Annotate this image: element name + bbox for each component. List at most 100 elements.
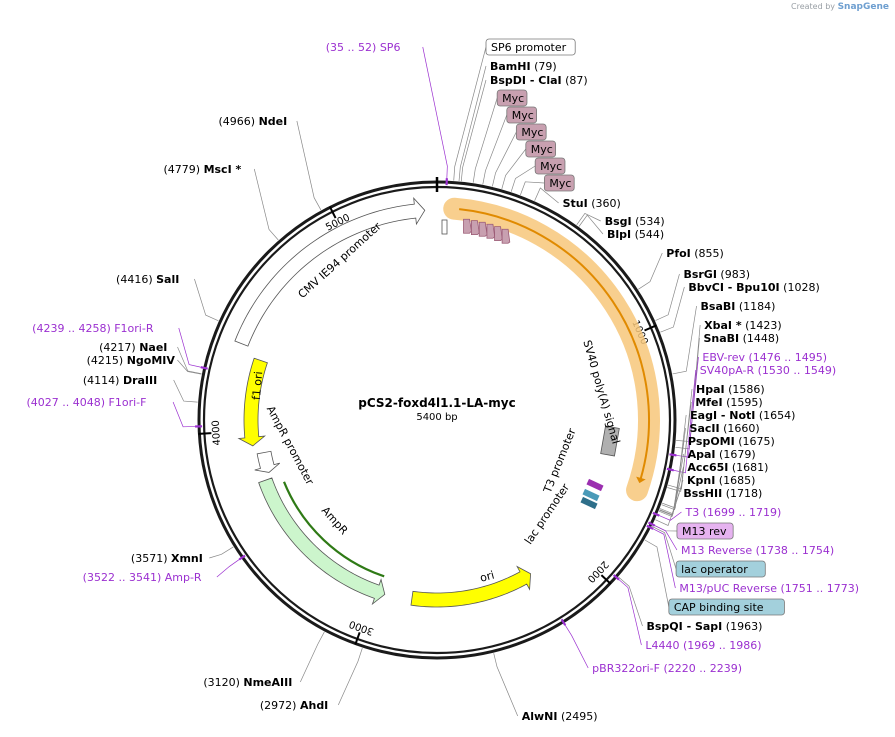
leader-line bbox=[563, 623, 589, 669]
terminator-glyph bbox=[600, 425, 620, 457]
feature-f1ori-arrow bbox=[237, 357, 268, 447]
features-layer bbox=[195, 178, 677, 626]
leader-line bbox=[576, 213, 601, 226]
feature-box-text: CAP binding site bbox=[674, 601, 764, 614]
enzyme-position: (1963) bbox=[722, 620, 762, 633]
feature-ampr bbox=[258, 477, 386, 606]
feature-sv40-highlight bbox=[443, 197, 660, 502]
leader-line bbox=[667, 388, 693, 490]
enzyme-position: (1028) bbox=[780, 281, 820, 294]
enzyme-label: BsaBI (1184) bbox=[701, 300, 776, 313]
enzyme-name: DraIII bbox=[123, 374, 157, 387]
leader-line bbox=[651, 526, 677, 570]
leader-line bbox=[453, 46, 487, 181]
leader-line bbox=[493, 653, 519, 717]
primer-label: (4239 .. 4258) F1ori-R bbox=[32, 322, 154, 335]
leaders-layer bbox=[172, 46, 701, 717]
leader-line bbox=[652, 524, 677, 532]
cap-site-glyph bbox=[580, 496, 598, 510]
leader-line bbox=[510, 165, 536, 192]
m13-rev-glyph bbox=[586, 478, 604, 492]
leader-line bbox=[177, 346, 202, 375]
feature-box-text: Myc bbox=[540, 160, 562, 173]
enzyme-label: EagI - NotI (1654) bbox=[690, 409, 795, 422]
feature-box-label bbox=[515, 123, 547, 141]
feature-label-f1ori: f1 ori bbox=[250, 371, 265, 401]
enzyme-position: (4114) bbox=[83, 374, 123, 387]
leader-line bbox=[253, 168, 279, 241]
feature-box-label bbox=[525, 140, 557, 158]
leader-line bbox=[651, 527, 676, 589]
enzyme-name: SnaBI bbox=[703, 332, 739, 345]
feature-cmv-arrow bbox=[234, 197, 426, 347]
primer-label: EBV-rev (1476 .. 1495) bbox=[702, 351, 827, 364]
feature-box-label bbox=[506, 106, 537, 124]
enzyme-position: (855) bbox=[691, 247, 724, 260]
enzyme-label: BsgI (534) bbox=[605, 215, 665, 228]
enzyme-name: BsrGI bbox=[683, 268, 716, 281]
enzyme-position: (983) bbox=[717, 268, 750, 281]
enzyme-position: (1448) bbox=[739, 332, 779, 345]
feature-sv40-arrowhead bbox=[636, 476, 646, 484]
primer-label: T3 (1699 .. 1719) bbox=[684, 506, 781, 519]
feature-box-label bbox=[485, 38, 576, 56]
sp6-promoter-glyph bbox=[441, 219, 448, 235]
leader-line bbox=[638, 252, 663, 290]
enzyme-name: NmeAIII bbox=[243, 676, 292, 689]
feature-box-label bbox=[675, 560, 766, 578]
leader-line bbox=[501, 148, 527, 190]
feature-box-text: M13 rev bbox=[682, 525, 727, 538]
feature-box-text: Myc bbox=[531, 143, 553, 156]
leader-line bbox=[671, 369, 697, 474]
enzyme-position: (1586) bbox=[725, 383, 765, 396]
enzyme-name: MscI * bbox=[204, 163, 242, 176]
enzyme-name: NgoMIV bbox=[127, 354, 176, 367]
enzyme-name: BlpI bbox=[607, 228, 631, 241]
feature-box-text: Myc bbox=[521, 126, 543, 139]
leader-line bbox=[472, 97, 498, 183]
feature-label-sv40: SV40 poly(A) signal bbox=[580, 339, 622, 446]
tick-label-4000: 4000 bbox=[211, 420, 223, 446]
leader-line bbox=[655, 492, 680, 526]
enzyme-label: StuI (360) bbox=[563, 197, 621, 210]
myc-tag-glyph bbox=[494, 226, 503, 241]
leader-line bbox=[482, 114, 508, 185]
feature-cmv bbox=[234, 197, 426, 347]
enzyme-position: (1654) bbox=[755, 409, 795, 422]
feature-label-ori: ori bbox=[478, 568, 495, 584]
enzyme-label: (3571) XmnI bbox=[131, 552, 203, 565]
enzyme-label: BamHI (79) bbox=[490, 60, 557, 73]
leader-line bbox=[492, 131, 517, 187]
feature-label-ampr: AmpR bbox=[319, 504, 351, 537]
feature-box-label bbox=[668, 598, 785, 616]
enzyme-position: (1675) bbox=[735, 435, 775, 448]
enzyme-label: BspDI - ClaI (87) bbox=[490, 74, 588, 87]
primer-label: (4027 .. 4048) F1ori-F bbox=[26, 396, 146, 409]
leader-line bbox=[667, 401, 692, 492]
feature-sv40 bbox=[443, 197, 660, 502]
enzyme-name: AhdI bbox=[300, 699, 328, 712]
leader-line bbox=[617, 578, 642, 646]
leader-line bbox=[672, 305, 697, 375]
enzyme-label: (4114) DraIII bbox=[83, 374, 157, 387]
enzyme-name: PfoI bbox=[666, 247, 691, 260]
enzyme-label: SnaBI (1448) bbox=[703, 332, 779, 345]
feature-ori-arrow bbox=[410, 565, 532, 608]
enzyme-position: (1660) bbox=[720, 422, 760, 435]
enzyme-name: BsaBI bbox=[701, 300, 736, 313]
enzyme-label: (4416) SalI bbox=[116, 273, 179, 286]
brand-app-name: SnapGene bbox=[837, 2, 889, 12]
primer-label: L4440 (1969 .. 1986) bbox=[645, 639, 761, 652]
enzyme-name: BspDI - ClaI bbox=[490, 74, 562, 87]
primer-label: (3522 .. 3541) Amp-R bbox=[83, 571, 202, 584]
myc-tag-glyph bbox=[470, 220, 480, 236]
leader-line bbox=[172, 401, 198, 428]
enzyme-position: (1595) bbox=[723, 396, 763, 409]
enzyme-label: BspQI - SapI (1963) bbox=[646, 620, 762, 633]
primer-label: (35 .. 52) SP6 bbox=[326, 41, 401, 54]
enzyme-position: (79) bbox=[531, 60, 557, 73]
brand-watermark: Created by SnapGene bbox=[791, 2, 889, 12]
leader-line bbox=[216, 558, 242, 578]
